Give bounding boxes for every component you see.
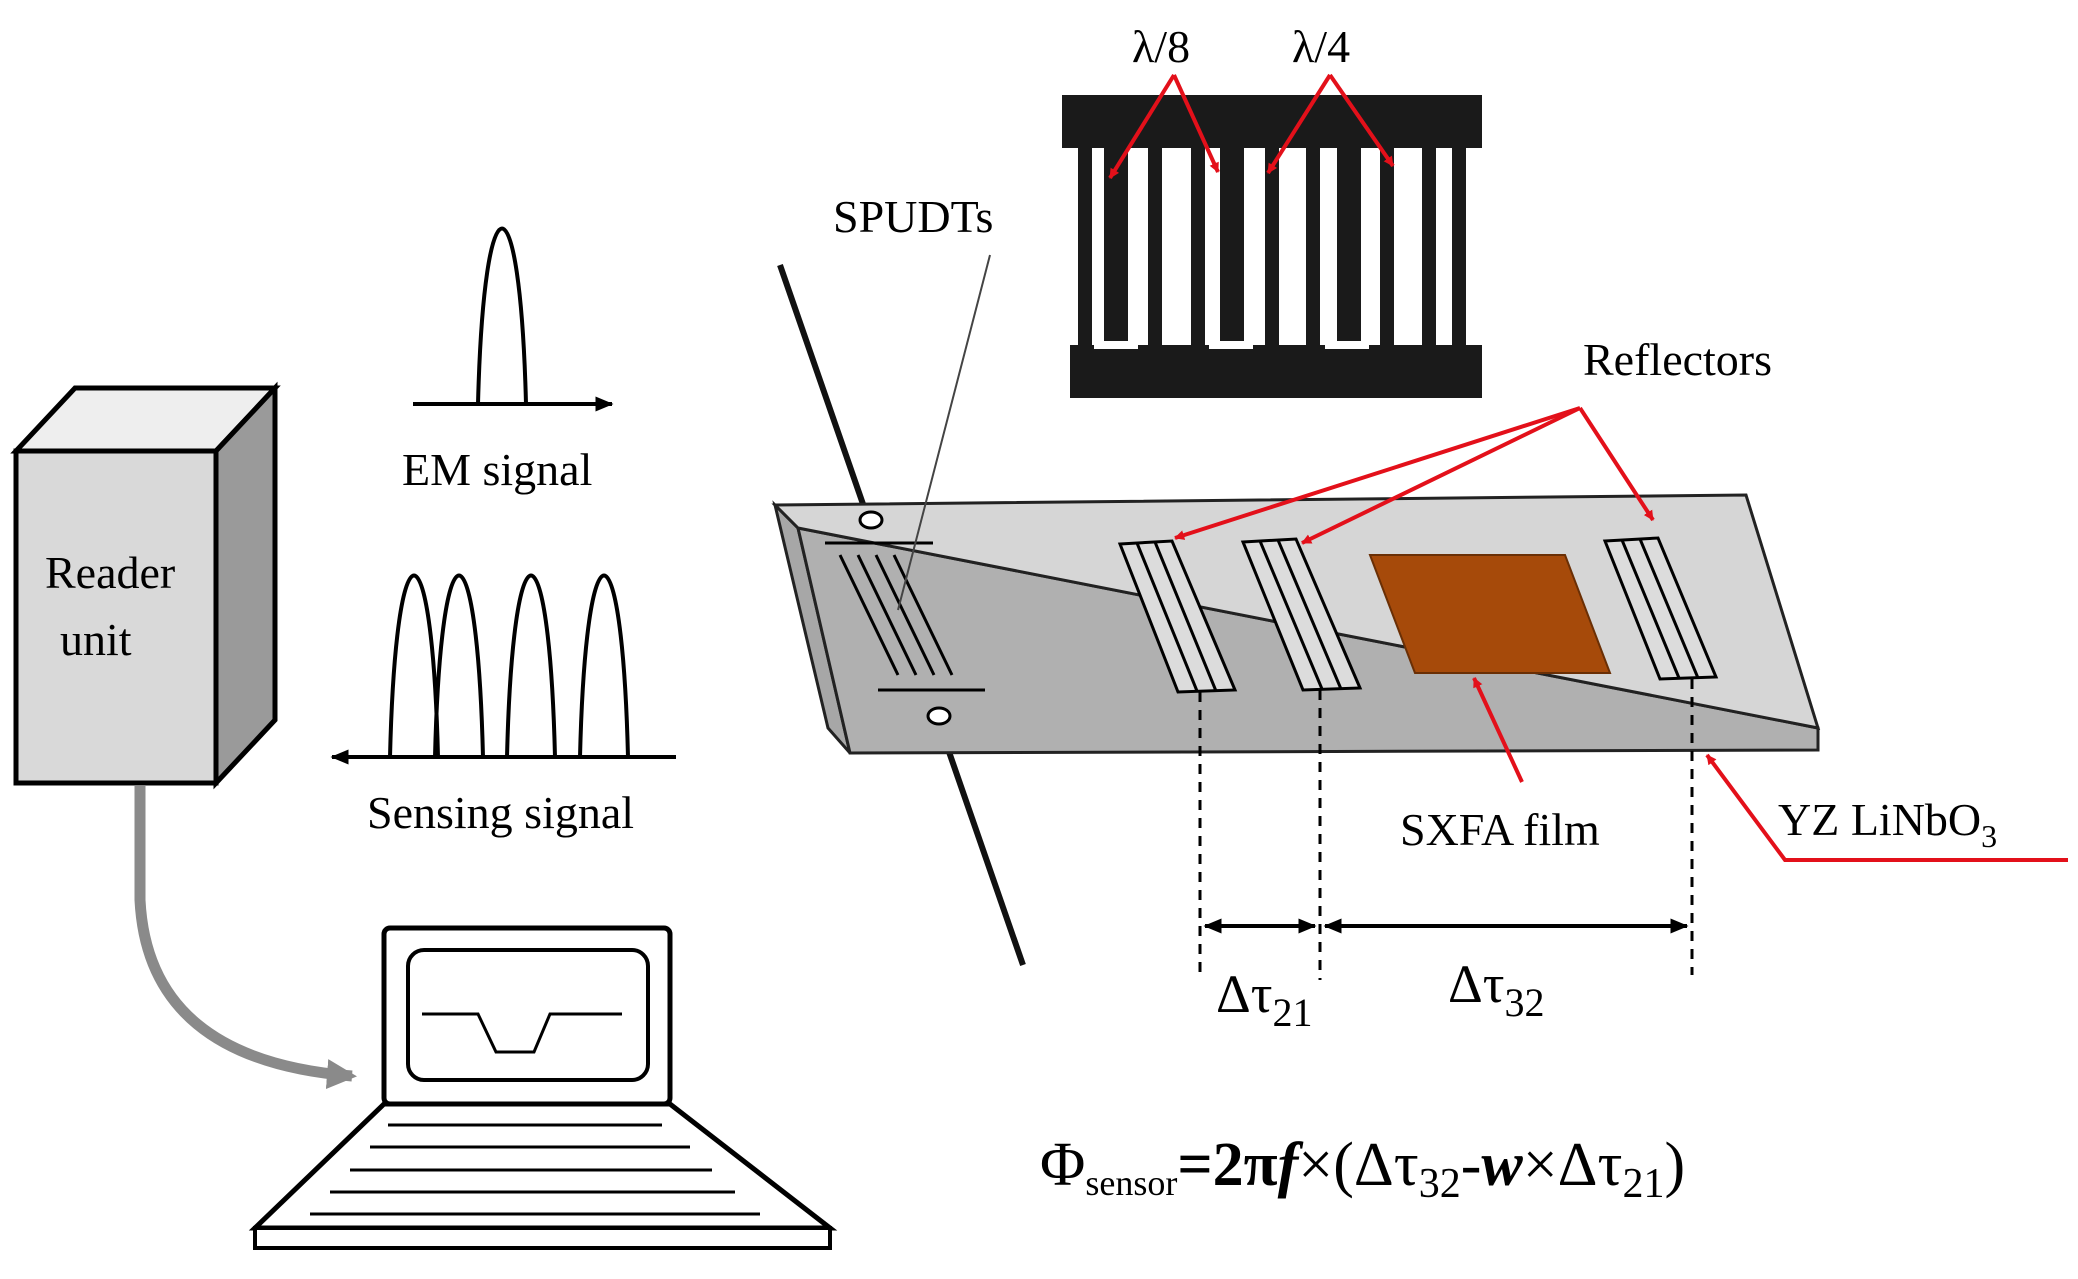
reader-label-line2: unit	[60, 614, 132, 665]
reflectors-label: Reflectors	[1583, 334, 1772, 385]
em-pulse	[476, 226, 528, 405]
laptop-bottom-edge	[253, 1226, 832, 1250]
phase-formula: Φsensor=2πf×(Δτ32-w×Δτ21)	[1040, 1131, 1685, 1207]
magnified-top-fingers	[1078, 148, 1436, 360]
echo-pulse-3	[505, 573, 557, 758]
substrate-label: YZ LiNbO3	[1778, 794, 1997, 854]
magnified-bottom-bus	[1070, 345, 1482, 398]
screen-signal-trace	[422, 1012, 622, 1054]
laptop-keyboard-base	[248, 1101, 838, 1231]
spudts-label: SPUDTs	[833, 191, 993, 242]
idt-magnified	[1062, 95, 1482, 398]
idt-terminal-bottom	[926, 706, 952, 726]
substrate-arrow	[1705, 753, 2068, 862]
lambda-arrows	[1108, 73, 1395, 180]
em-signal-label: EM signal	[402, 444, 592, 495]
reflector-3	[1602, 536, 1719, 681]
lambda-8-label: λ/8	[1132, 21, 1190, 72]
reader-label-line1: Reader	[45, 547, 175, 598]
echo-pulse-1	[388, 573, 440, 758]
reflector-2	[1240, 537, 1363, 692]
sensing-signal-label: Sensing signal	[367, 787, 634, 838]
keyboard-lines	[310, 1123, 760, 1216]
dtau32-label: Δτ32	[1448, 954, 1544, 1025]
spudts-leader	[897, 254, 991, 611]
reader-side-face	[213, 381, 278, 790]
reflector-arrows	[1174, 406, 1655, 545]
dtau21-label: Δτ21	[1216, 964, 1312, 1035]
reader-front-face	[13, 448, 219, 786]
cable-arrow	[134, 786, 357, 1089]
idt-fingers	[838, 554, 954, 676]
idt-terminal-top	[858, 510, 884, 530]
echo-pulse-4	[578, 573, 630, 758]
sxfa-film	[1368, 554, 1612, 674]
magnified-top-bus	[1062, 95, 1482, 148]
reflector-1	[1117, 539, 1238, 694]
lambda-4-label: λ/4	[1292, 21, 1350, 72]
sxfa-arrow	[1472, 677, 1524, 783]
laptop	[248, 925, 838, 1250]
echo-pulse-2	[433, 573, 485, 758]
sxfa-film-label: SXFA film	[1400, 804, 1600, 855]
em-signal: EM signal	[402, 226, 614, 495]
magnified-bottom-fingers	[1148, 145, 1466, 345]
sensing-signal: Sensing signal	[330, 573, 676, 838]
reader-unit: Reader unit	[10, 381, 281, 790]
timing-dashed-lines	[1198, 679, 1694, 980]
laptop-screen	[406, 948, 650, 1082]
magnified-gaps	[1094, 148, 1448, 349]
